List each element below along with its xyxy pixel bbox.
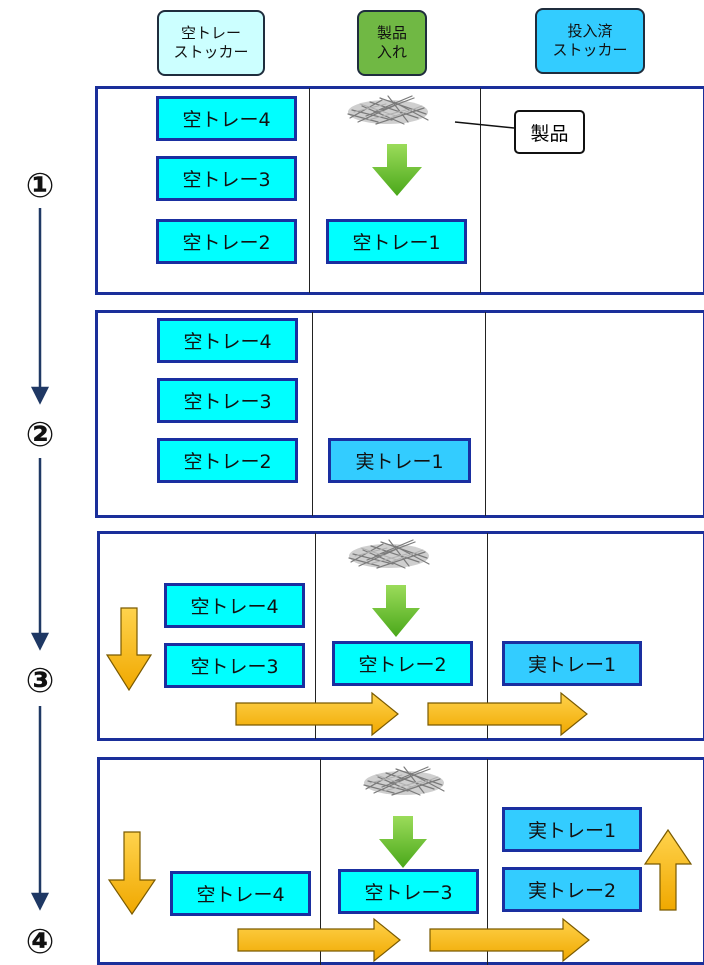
orange-down-arrow-icon (107, 831, 157, 916)
product-pile-icon (363, 766, 445, 796)
callout-leader (454, 121, 515, 129)
orange-right-arrow-icon (235, 691, 399, 737)
header-product-insert: 製品 入れ (357, 10, 427, 76)
header-loaded-stocker: 投入済 ストッカー (535, 8, 645, 74)
tray-full-1: 実トレー1 (502, 807, 642, 852)
header-empty-tray-stocker: 空トレー ストッカー (157, 10, 265, 76)
header-line: ストッカー (173, 43, 249, 61)
column-divider (485, 312, 486, 516)
orange-right-arrow-icon (237, 917, 401, 963)
tray-empty-4: 空トレー4 (157, 318, 298, 363)
column-divider (487, 759, 488, 965)
orange-right-arrow-icon (429, 917, 590, 963)
tray-empty-2: 空トレー2 (332, 641, 473, 686)
tray-full-2: 実トレー2 (502, 867, 642, 912)
column-divider (487, 533, 488, 739)
green-down-arrow-icon (372, 144, 422, 196)
step-4-label: ④ (25, 922, 55, 962)
tray-empty-2: 空トレー2 (157, 438, 298, 483)
header-line: 入れ (376, 43, 407, 61)
orange-down-arrow-icon (105, 607, 153, 692)
tray-full-1: 実トレー1 (502, 641, 642, 686)
tray-empty-3: 空トレー3 (156, 156, 297, 201)
green-down-arrow-icon (372, 585, 420, 637)
orange-up-arrow-icon (643, 828, 693, 911)
header-line: 投入済 (567, 22, 613, 40)
column-divider (309, 88, 310, 293)
column-divider (320, 759, 321, 965)
column-divider (480, 88, 481, 293)
tray-empty-3: 空トレー3 (338, 869, 479, 914)
orange-right-arrow-icon (427, 691, 588, 737)
product-pile-icon (348, 539, 430, 569)
product-callout: 製品 (514, 110, 585, 154)
column-divider (315, 533, 316, 739)
tray-empty-4: 空トレー4 (164, 583, 305, 628)
step-1-label: ① (25, 166, 55, 206)
tray-empty-4: 空トレー4 (170, 871, 311, 916)
header-line: ストッカー (552, 41, 628, 59)
tray-empty-3: 空トレー3 (157, 378, 298, 423)
step-3-label: ③ (25, 661, 55, 701)
tray-empty-3: 空トレー3 (164, 643, 305, 688)
step-arrow-icon (30, 208, 50, 911)
tray-empty-1: 空トレー1 (326, 219, 467, 264)
tray-full-1: 実トレー1 (328, 438, 471, 483)
product-pile-icon (347, 95, 429, 125)
green-down-arrow-icon (379, 816, 427, 868)
column-divider (312, 312, 313, 516)
step-2-label: ② (25, 415, 55, 455)
tray-empty-4: 空トレー4 (156, 96, 297, 141)
tray-empty-2: 空トレー2 (156, 219, 297, 264)
header-line: 製品 (376, 24, 407, 42)
header-line: 空トレー (180, 24, 241, 42)
